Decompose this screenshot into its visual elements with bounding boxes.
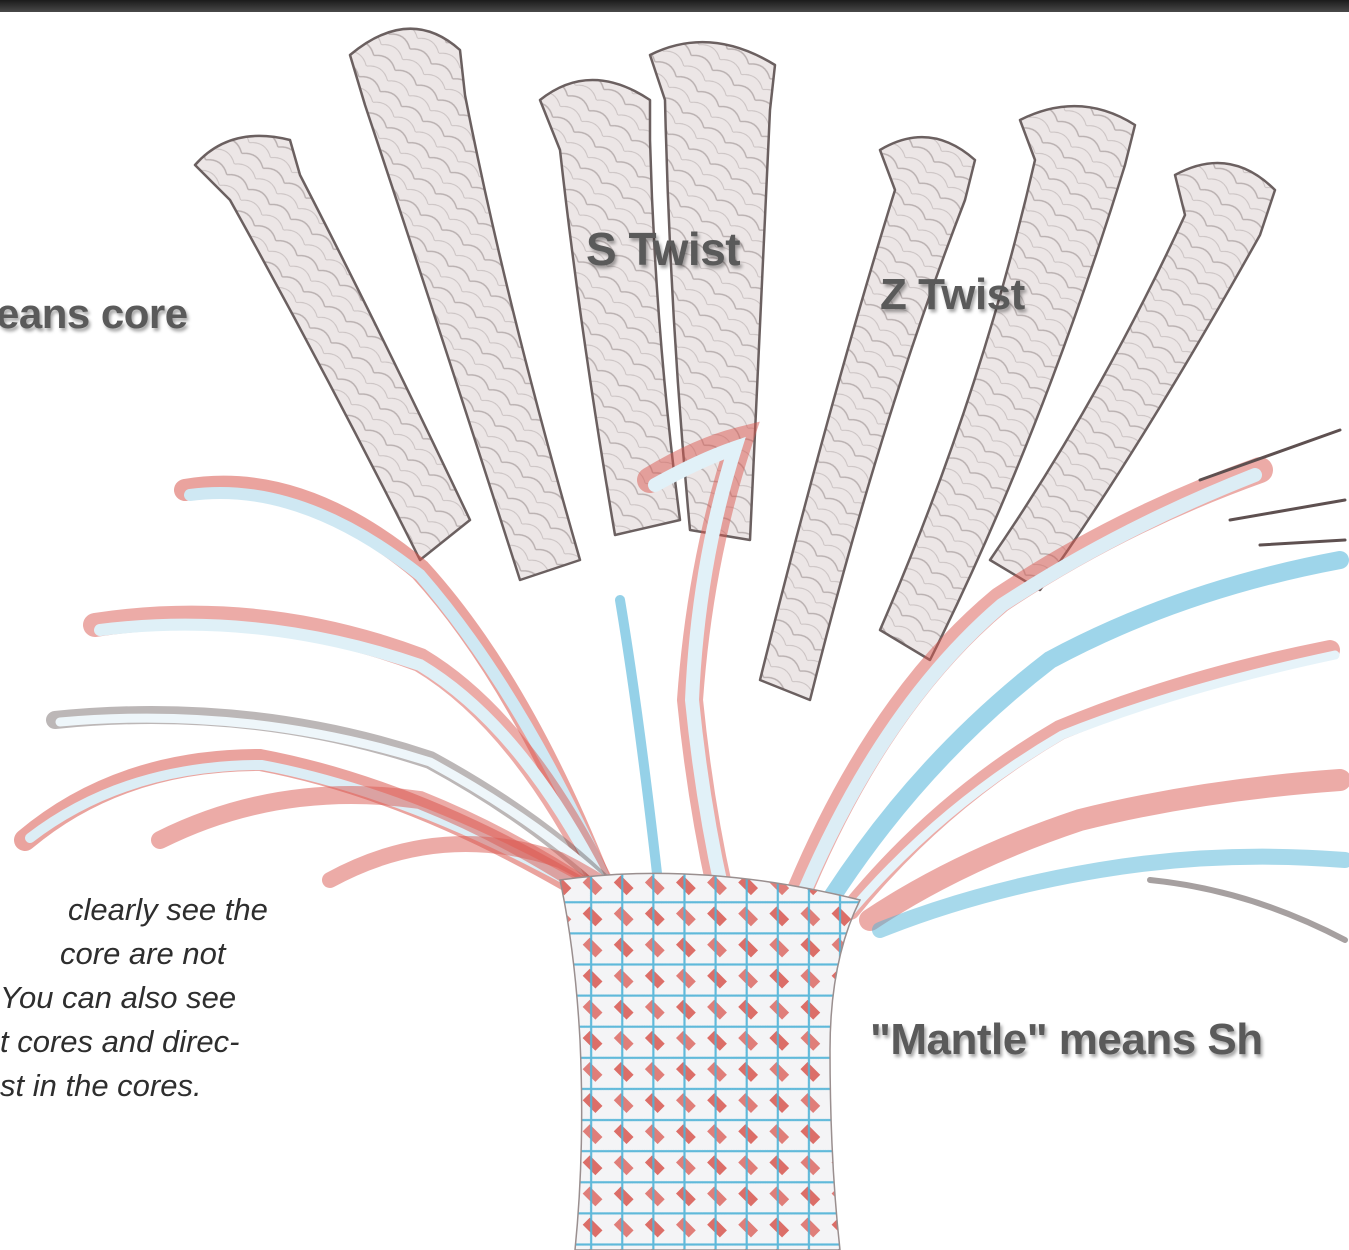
z-twist-label: Z Twist bbox=[880, 270, 1025, 320]
braided-mantle bbox=[560, 873, 860, 1250]
core-strands bbox=[195, 29, 1275, 700]
caption-line: You can also see bbox=[0, 976, 340, 1020]
caption-text: clearly see the core are not You can als… bbox=[0, 888, 340, 1108]
caption-line: core are not bbox=[0, 932, 340, 976]
mantle-label: "Mantle" means Sh bbox=[870, 1015, 1263, 1065]
mantle-fibres bbox=[25, 430, 1345, 940]
caption-line: t cores and direc- bbox=[0, 1020, 340, 1064]
s-twist-label: S Twist bbox=[586, 222, 740, 276]
caption-line: st in the cores. bbox=[0, 1064, 340, 1108]
caption-line: clearly see the bbox=[0, 888, 340, 932]
core-label: eans core bbox=[0, 290, 188, 338]
